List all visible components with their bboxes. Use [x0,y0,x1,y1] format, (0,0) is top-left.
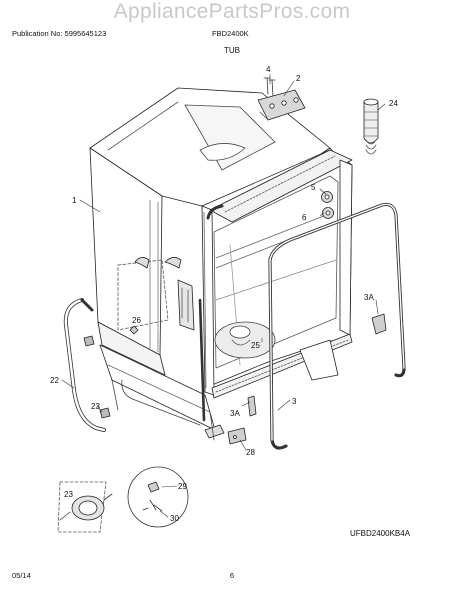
callout-28: 28 [246,448,255,457]
callout-2: 2 [296,74,301,83]
clamp-detail [57,481,113,533]
diagram-title: TUB [224,46,240,55]
part-5-6-grommets [321,191,334,219]
callout-4: 4 [266,65,271,74]
callout-22: 22 [50,376,59,385]
frame-gasket-segment [198,204,224,422]
callout-30: 30 [170,514,179,523]
page-number: 6 [229,571,235,580]
callout-3a-right: 3A [364,293,374,302]
callout-1: 1 [72,196,77,205]
callout-6: 6 [302,213,307,222]
tub-assembly [89,87,353,441]
part-24-vent [363,98,379,155]
callout-labels: 1 2 3 3A 3A 4 5 6 22 23 23 24 25 26 28 2… [50,65,398,523]
footer-date: 05/14 [12,571,31,580]
part-4-screws [263,77,276,97]
callout-3a-bottom: 3A [230,409,240,418]
callout-23-detail: 23 [64,490,73,499]
drawing-code: UFBD2400KB4A [350,529,411,538]
part-28-clip [227,427,247,445]
callout-25: 25 [251,341,260,350]
callout-26: 26 [132,316,141,325]
callout-3: 3 [292,397,297,406]
leader-lines [61,73,386,518]
callout-29: 29 [178,482,187,491]
part-22-drain-hose [63,298,106,432]
wire-detail [127,466,189,528]
part-3a-clip [247,313,387,417]
callout-5: 5 [311,183,316,192]
door-gasket-inner [269,203,405,441]
part-2-bracket [257,89,306,121]
callout-24: 24 [389,99,398,108]
publication-number: Publication No: 5995645123 [12,29,107,38]
part-23-clamp [83,335,111,419]
model-number: FBD2400K [212,29,249,38]
callout-23-hose: 23 [91,402,100,411]
watermark: AppliancePartsPros.com [113,0,351,23]
